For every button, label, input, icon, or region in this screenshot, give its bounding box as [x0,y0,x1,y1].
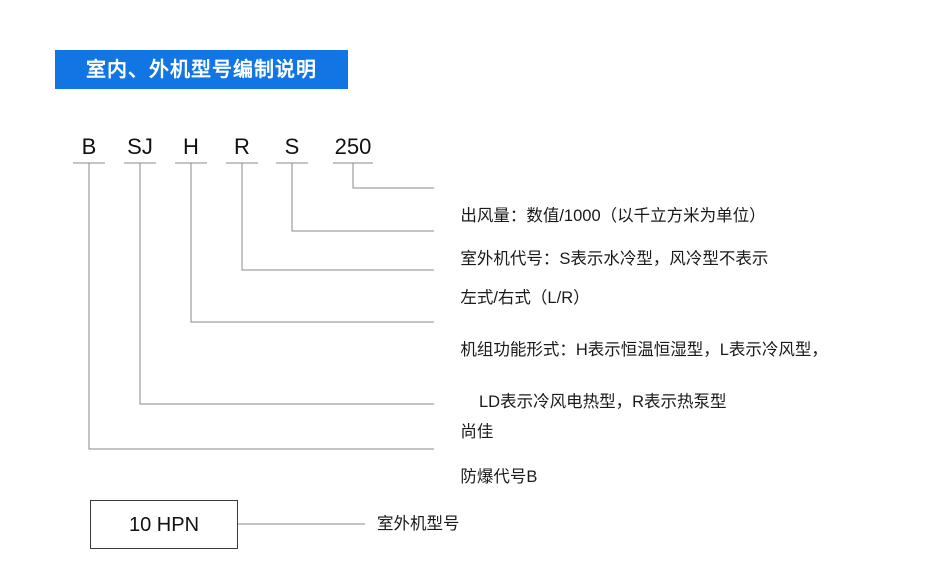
outdoor-model-box: 10 HPN [90,500,238,549]
desc-outdoor-unit-code-line1: 室外机代号：S表示水冷型，风冷型不表示 [460,250,769,268]
code-token-h: H [183,134,199,159]
leader-r-left-right [241,163,434,271]
desc-brand: 尚佳 [442,393,493,471]
desc-airflow-line1: 出风量：数值/1000（以千立方米为单位） [460,207,766,225]
leader-b-explosion-proof [88,163,434,450]
outdoor-model-label: 室外机型号 [377,515,460,533]
outdoor-model-value: 10 HPN [128,513,200,536]
desc-outdoor-unit-code: 室外机代号：S表示水冷型，风冷型不表示 [442,220,768,298]
desc-airflow: 出风量：数值/1000（以千立方米为单位） [442,177,766,255]
leader-h-function-type [190,163,434,323]
leader-sj-brand [139,163,434,405]
page-title-banner: 室内、外机型号编制说明 [55,50,348,89]
desc-left-right-type-line1: 左式/右式（L/R） [460,289,590,307]
leader-s-outdoor-code [291,163,434,232]
code-token-s: S [284,134,300,159]
page-title: 室内、外机型号编制说明 [86,58,317,81]
leader-250-airflow [352,163,434,189]
desc-unit-function-type: 机组功能形式：H表示恒温恒湿型，L表示冷风型， LD表示冷风电热型，R表示热泵型 [442,311,828,467]
code-token-sj: SJ [127,134,153,159]
desc-left-right-type: 左式/右式（L/R） [442,259,590,337]
desc-explosion-proof-code-line1: 防爆代号B [460,468,538,486]
desc-explosion-proof-code: 防爆代号B [442,438,537,516]
code-token-r: R [234,134,250,159]
desc-brand-line1: 尚佳 [460,423,494,441]
desc-unit-function-type-line1: 机组功能形式：H表示恒温恒湿型，L表示冷风型， [460,341,828,359]
desc-unit-function-type-line2: LD表示冷风电热型，R表示热泵型 [479,393,727,411]
code-token-250: 250 [334,134,372,159]
code-token-b: B [81,134,97,159]
